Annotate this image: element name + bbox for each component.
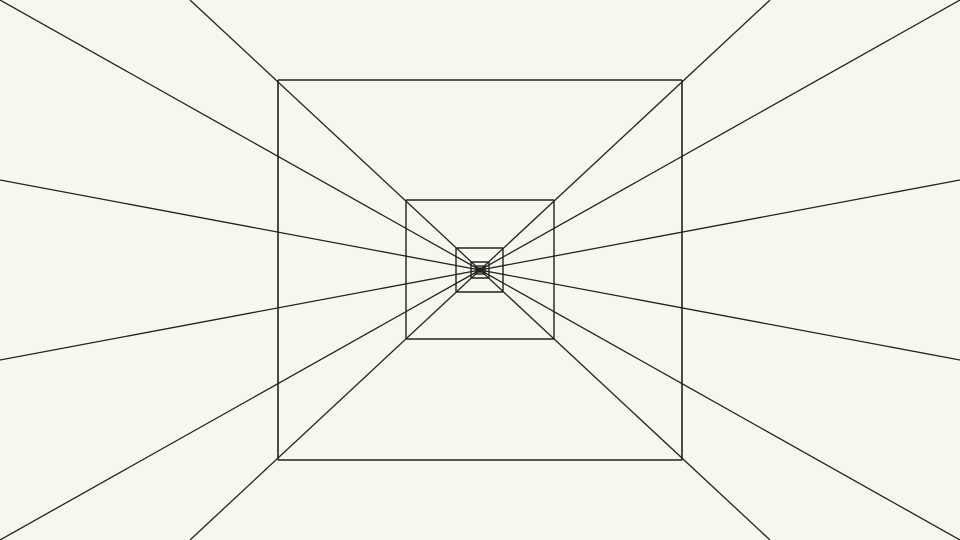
vanishing-ray-10: [479, 269, 960, 540]
vanishing-ray-6: [479, 179, 960, 271]
corridor-frames: [277, 79, 683, 461]
vanishing-ray-12: [479, 269, 771, 540]
vanishing-ray-2: [479, 0, 771, 271]
vanishing-ray-9: [0, 269, 481, 540]
corridor-frame-7: [478, 268, 482, 272]
vanishing-ray-3: [0, 0, 481, 271]
vanishing-ray-5: [0, 179, 481, 271]
corridor-frame-5: [475, 265, 486, 275]
corridor-frame-4: [470, 261, 490, 279]
corridor-frame-1: [277, 79, 683, 461]
corridor-frame-3: [455, 247, 504, 293]
vanishing-ray-1: [189, 0, 481, 271]
vanishing-ray-11: [189, 269, 481, 540]
corridor-frame-6: [477, 267, 483, 273]
vanishing-ray-7: [0, 269, 481, 361]
vanishing-ray-8: [479, 269, 960, 361]
corridor-frame-2: [405, 199, 555, 340]
vanishing-ray-4: [479, 0, 960, 271]
